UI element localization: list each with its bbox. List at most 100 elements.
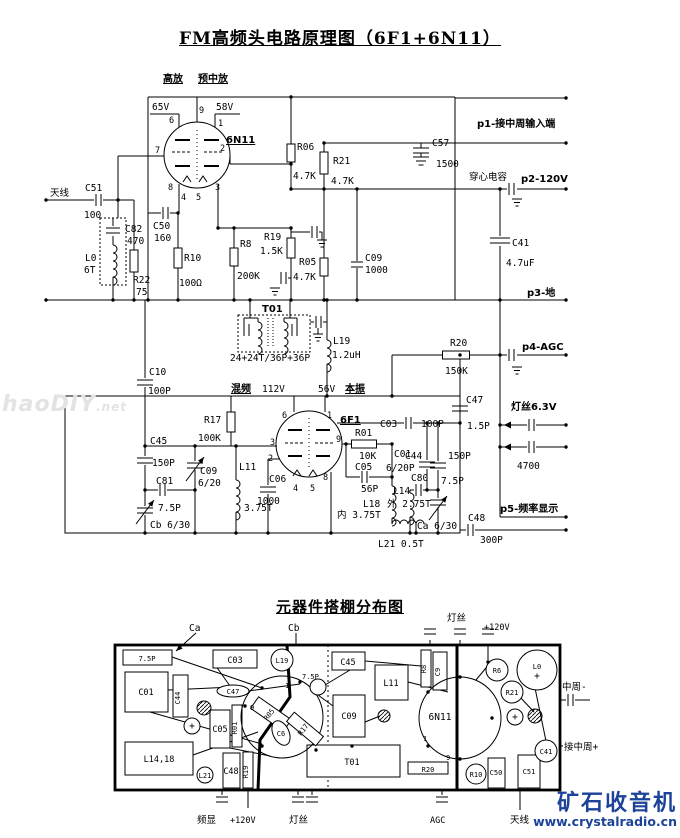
label: 24+24T/36P+36P: [230, 353, 310, 364]
wire: [364, 715, 381, 723]
label: R21: [333, 156, 350, 167]
label: C06: [269, 474, 286, 485]
junction-dot: [143, 444, 147, 448]
junction-dot: [143, 488, 147, 492]
label: 4: [181, 193, 186, 203]
label: +120V: [484, 623, 510, 633]
box: [122, 649, 173, 666]
label: 6T: [84, 265, 96, 276]
label: C45: [340, 658, 355, 668]
watermark-main: haoDIY: [2, 392, 96, 417]
box: [517, 754, 541, 789]
junction-dot: [298, 680, 302, 684]
label: 1500: [436, 159, 459, 170]
box: [64, 395, 461, 534]
junction-dot: [193, 444, 197, 448]
junction-dot: [426, 744, 430, 748]
label: 灯丝: [289, 814, 308, 826]
label: C03: [227, 656, 242, 666]
resistor-icon: [229, 247, 239, 267]
component-circle: [534, 739, 558, 763]
inductor-icon: [326, 339, 332, 373]
label: C05: [212, 725, 227, 735]
label: C09: [365, 253, 382, 264]
label: 外 2.75T: [387, 498, 431, 510]
label: L21 0.5T: [378, 539, 424, 550]
label: 200K: [237, 271, 260, 282]
arrowhead-icon: [176, 644, 183, 651]
box: [407, 761, 449, 775]
junction-dot: [458, 353, 462, 357]
label: R10: [470, 771, 483, 779]
component-circle: [516, 649, 558, 691]
label: 4.7K: [293, 272, 316, 283]
resistor-icon: [442, 350, 470, 360]
rotated-box: [285, 711, 325, 747]
label: 3: [215, 183, 220, 193]
label: Cb: [288, 623, 300, 634]
label: 1.5K: [260, 246, 283, 257]
box: [124, 741, 194, 776]
label: 7.5P: [302, 673, 319, 681]
tube-circle: [275, 410, 343, 478]
junction-dot: [260, 686, 264, 690]
label: L11: [239, 462, 256, 473]
junction-dot: [314, 748, 318, 752]
junction-dot: [390, 394, 394, 398]
label: C03: [380, 419, 397, 430]
label: p5-频率显示: [500, 502, 558, 515]
label: p1-接中周输入端: [477, 117, 555, 130]
junction-dot: [193, 488, 197, 492]
tube-circle: [240, 675, 324, 759]
label: R01: [231, 722, 239, 735]
resistor-icon: [351, 439, 377, 449]
junction-dot: [232, 226, 236, 230]
label: L14,18: [144, 755, 175, 765]
label: C10: [149, 367, 166, 378]
label: 75: [136, 287, 147, 298]
junction-dot: [322, 141, 326, 145]
heater-icon: [292, 469, 302, 477]
label: 1: [423, 735, 427, 743]
junction-dot: [234, 444, 238, 448]
component-circle: [377, 709, 391, 723]
resistor-icon: [226, 411, 236, 433]
label: 3: [270, 438, 275, 448]
label: 频显: [197, 814, 217, 826]
label: Ca 6/30: [417, 521, 457, 532]
label: C57: [432, 138, 449, 149]
junction-dot: [436, 531, 440, 535]
label: 9: [250, 704, 254, 712]
component-circle: [527, 708, 543, 724]
label: 6F1: [340, 415, 361, 426]
label: L0: [85, 253, 97, 264]
label: 1: [285, 682, 289, 690]
label: 6N11: [226, 135, 255, 146]
junction-dot: [390, 475, 394, 479]
junction-dot: [564, 187, 568, 191]
resistor-icon: [319, 257, 329, 277]
label: 160: [154, 233, 171, 244]
label: 100P: [421, 419, 444, 430]
wire: [149, 711, 263, 745]
junction-dot: [325, 394, 329, 398]
label: 100P: [148, 386, 171, 397]
label: C82: [125, 224, 142, 235]
label: 150P: [152, 458, 175, 469]
box: [331, 651, 366, 671]
junction-dot: [458, 757, 462, 761]
heater-icon: [198, 175, 208, 183]
watermark: haoDIY.net: [2, 392, 127, 417]
junction-dot: [216, 226, 220, 230]
tube-circle: [163, 121, 231, 189]
junction-dot: [498, 445, 502, 449]
label: C09: [200, 466, 217, 477]
junction-dot: [564, 528, 568, 532]
junction-dot: [176, 211, 180, 215]
box: [124, 671, 169, 713]
label: 7: [155, 146, 160, 156]
junction-dot: [458, 421, 462, 425]
component-ellipse: [271, 720, 291, 746]
